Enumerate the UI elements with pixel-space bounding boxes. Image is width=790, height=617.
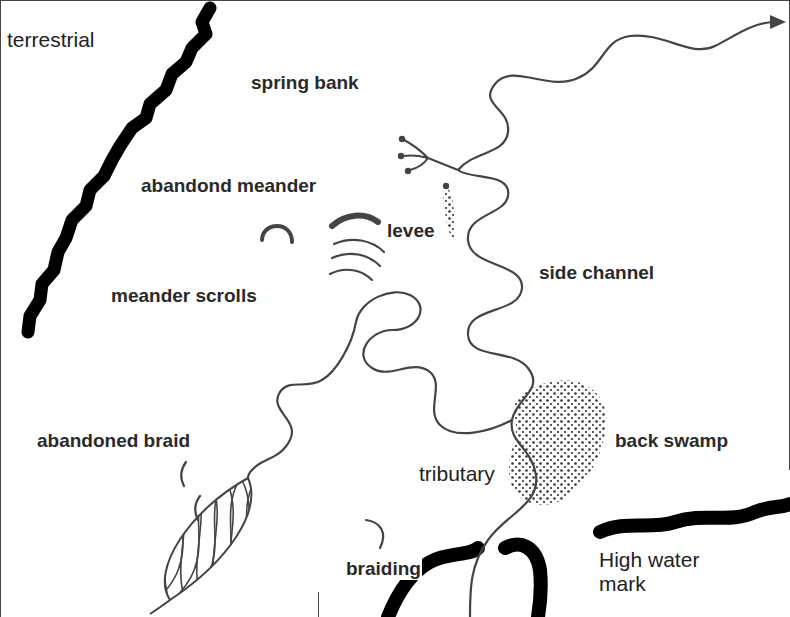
frame-line	[789, 0, 790, 470]
braid-mesh	[90, 470, 278, 615]
tributary-channel	[248, 292, 512, 478]
braided-channel	[165, 478, 251, 600]
boundary-label: High water mark	[598, 548, 725, 596]
feature-label: tributary	[418, 462, 496, 486]
braid-strand	[162, 480, 172, 610]
terrestrial-boundary	[28, 8, 210, 332]
braid-strand	[154, 470, 214, 615]
main-channel	[458, 170, 536, 617]
braid-strand	[122, 470, 182, 615]
abandoned-meander	[262, 226, 292, 242]
braid-strand	[226, 480, 236, 610]
frame-line	[0, 0, 1, 617]
braid-strand	[218, 470, 278, 615]
feature-label: abandond meander	[140, 175, 317, 197]
feature-label: abandoned braid	[36, 430, 191, 452]
frame-line	[0, 0, 790, 1]
braid-strand	[90, 470, 150, 615]
abandoned-braid	[181, 462, 186, 486]
braid-strand	[258, 480, 268, 610]
spring-dot	[398, 153, 404, 159]
braid-strand	[146, 480, 156, 610]
region-label: terrestrial	[6, 28, 96, 52]
feature-label: back swamp	[614, 430, 729, 452]
feature-label: spring bank	[250, 72, 360, 94]
spring-fork	[404, 140, 458, 170]
braid-arc	[366, 520, 383, 548]
braid-strand	[106, 470, 166, 615]
levee-stipple	[443, 186, 454, 238]
braid-strand	[170, 470, 230, 615]
upper-channel	[458, 22, 772, 170]
channel-dot	[443, 183, 449, 189]
braid-strand	[186, 470, 246, 615]
frame-line	[318, 592, 319, 617]
spring-dot	[399, 136, 405, 142]
braid-strand	[202, 470, 262, 615]
flow-arrowhead	[770, 15, 786, 29]
meander-scroll	[332, 254, 380, 266]
spring-dot	[405, 168, 411, 174]
braid-strand	[130, 480, 140, 610]
meander-scroll	[330, 270, 372, 280]
braid-strand	[242, 480, 252, 610]
high-water-band	[600, 504, 790, 532]
levee-ridge	[332, 216, 378, 226]
braid-strand	[138, 470, 198, 615]
high-water-band	[505, 545, 541, 617]
feature-label: meander scrolls	[110, 285, 258, 307]
feature-label: braiding	[345, 558, 422, 580]
feature-label: side channel	[538, 262, 655, 284]
feature-label: levee	[386, 220, 436, 242]
meander-scroll	[334, 240, 384, 252]
braid-outflow	[150, 600, 170, 614]
